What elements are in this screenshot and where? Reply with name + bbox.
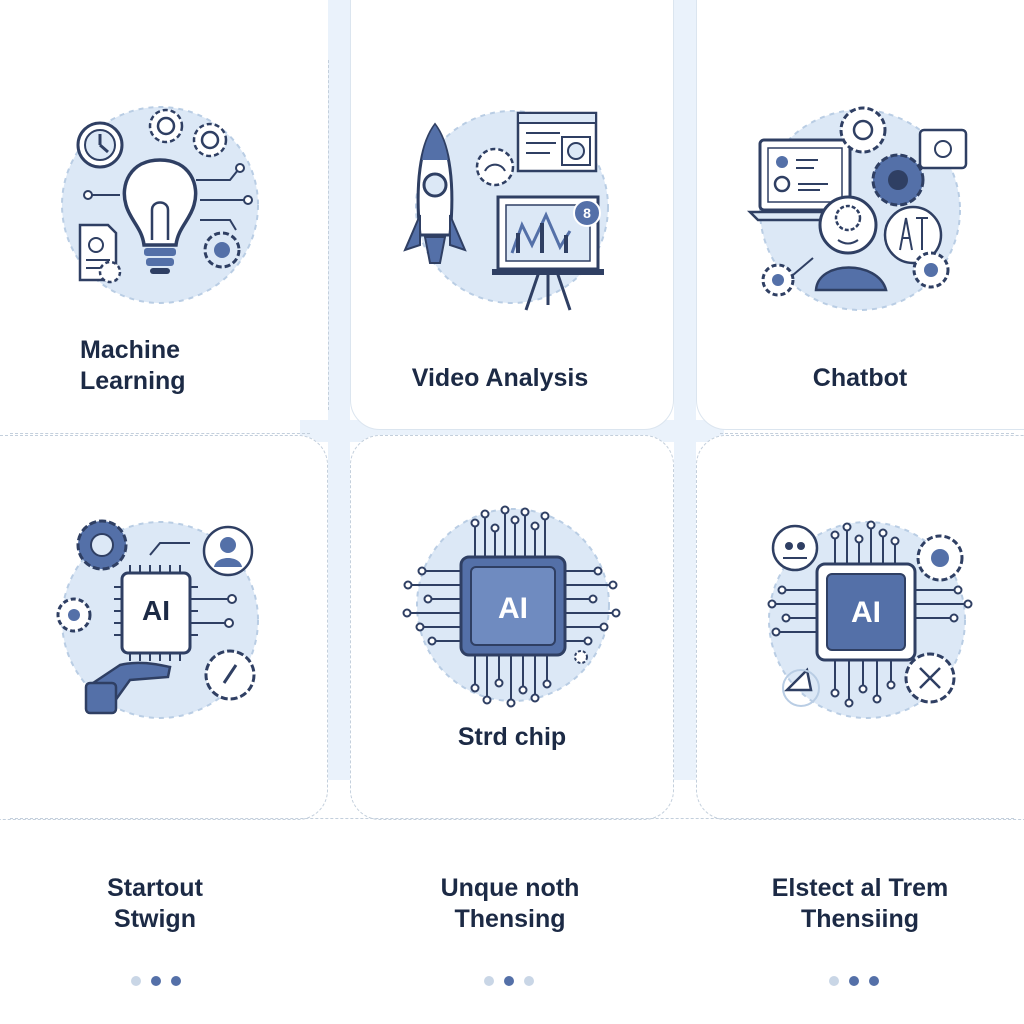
background-strip-vertical-right [674, 0, 696, 780]
ai-chip-hand-icon: AI [56, 519, 259, 719]
badge-eight-text: 8 [583, 205, 591, 221]
card-title-chatbot: Chatbot [812, 364, 908, 392]
pagination-dot-active[interactable] [504, 976, 514, 986]
pagination-dot[interactable] [829, 976, 839, 986]
pagination-center[interactable] [484, 976, 534, 986]
ai-chip-gears-icon: AI [767, 520, 973, 719]
card-title-machine-learning: Machine Learning [80, 336, 186, 395]
background-strip-vertical-left [328, 0, 350, 780]
pagination-dot-active[interactable] [849, 976, 859, 986]
pagination-dot[interactable] [484, 976, 494, 986]
divider-vertical-top-left [328, 60, 329, 410]
chip-ai-text: AI [142, 595, 170, 626]
card-title-strd-chip: Strd chip [457, 723, 567, 751]
pagination-dot[interactable] [131, 976, 141, 986]
chip-ai-text: AI [851, 596, 881, 629]
pagination-left[interactable] [131, 976, 181, 986]
pagination-dot[interactable] [869, 976, 879, 986]
lightbulb-gears-icon [61, 106, 259, 304]
chip-ai-text: AI [498, 592, 528, 625]
chatbot-person-icon [746, 106, 968, 311]
card-title-elstect: Elstect al Trem Thensiing [771, 874, 949, 933]
pagination-dot[interactable] [524, 976, 534, 986]
pagination-dot[interactable] [171, 976, 181, 986]
card-title-video-analysis: Video Analysis [411, 364, 589, 392]
card-title-unque-noth: Unque noth Thensing [440, 874, 580, 933]
rocket-presentation-icon: 8 [403, 110, 609, 311]
pagination-right[interactable] [829, 976, 879, 986]
pagination-dot-active[interactable] [151, 976, 161, 986]
card-title-startout: Startout Stwign [107, 874, 203, 933]
ai-processor-icon: AI [402, 505, 621, 708]
divider-horizontal-left [10, 433, 310, 434]
divider-horizontal-right [720, 433, 1014, 434]
divider-horizontal-bottom [10, 818, 1014, 819]
